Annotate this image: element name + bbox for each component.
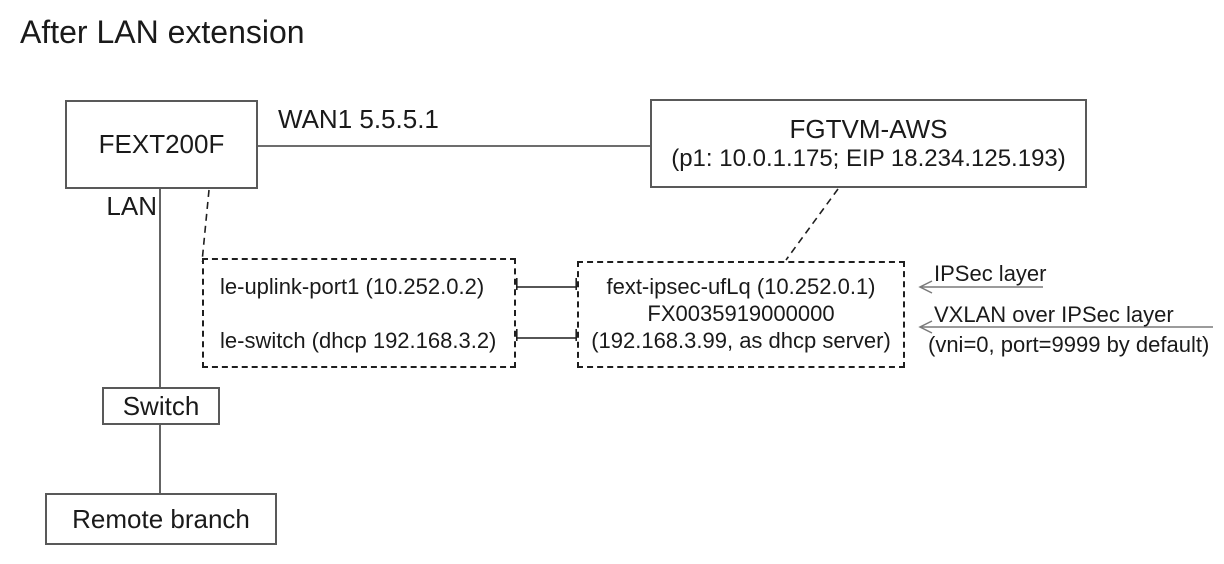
diagram-title: After LAN extension (20, 14, 305, 50)
node-fgtvm-aws-label: FGTVM-AWS (789, 114, 948, 144)
node-fgtvm-aws-sublabel: (p1: 10.0.1.175; EIP 18.234.125.193) (671, 145, 1066, 172)
vxlan-default-note: (vni=0, port=9999 by default) (928, 332, 1210, 357)
fext-ipsec-dhcp-label: (192.168.3.99, as dhcp server) (591, 328, 891, 353)
fext-ipsec-tunnel-label: fext-ipsec-ufLq (10.252.0.1) (606, 274, 876, 299)
callout-fgtvm-to-ipsec-box (785, 188, 839, 261)
node-fext200f-label: FEXT200F (98, 129, 225, 159)
ipsec-layer-label: IPSec layer (934, 261, 1047, 286)
wan1-label: WAN1 5.5.5.1 (278, 104, 439, 134)
callout-fext-to-le-box (201, 189, 210, 263)
ipsec-arrow-head-icon (918, 280, 933, 294)
vxlan-layer-label: VXLAN over IPSec layer (934, 302, 1174, 327)
node-switch-label: Switch (122, 390, 200, 421)
node-fgtvm-aws: FGTVM-AWS (p1: 10.0.1.175; EIP 18.234.12… (650, 99, 1087, 188)
node-remote-branch: Remote branch (45, 493, 277, 545)
node-fext200f: FEXT200F (65, 100, 258, 189)
le-uplink-port1-label: le-uplink-port1 (10.252.0.2) (220, 274, 485, 299)
vxlan-arrow-head-icon (918, 320, 933, 334)
fext-ipsec-serial-label: FX0035919000000 (647, 301, 835, 326)
node-switch: Switch (102, 387, 220, 425)
node-remote-branch-label: Remote branch (72, 503, 250, 534)
fext-ipsec-box: fext-ipsec-ufLq (10.252.0.1) FX003591900… (577, 261, 905, 368)
lan-label: LAN (106, 191, 157, 221)
le-switch-label: le-switch (dhcp 192.168.3.2) (220, 328, 497, 353)
le-interfaces-box: le-uplink-port1 (10.252.0.2) le-switch (… (202, 258, 516, 368)
